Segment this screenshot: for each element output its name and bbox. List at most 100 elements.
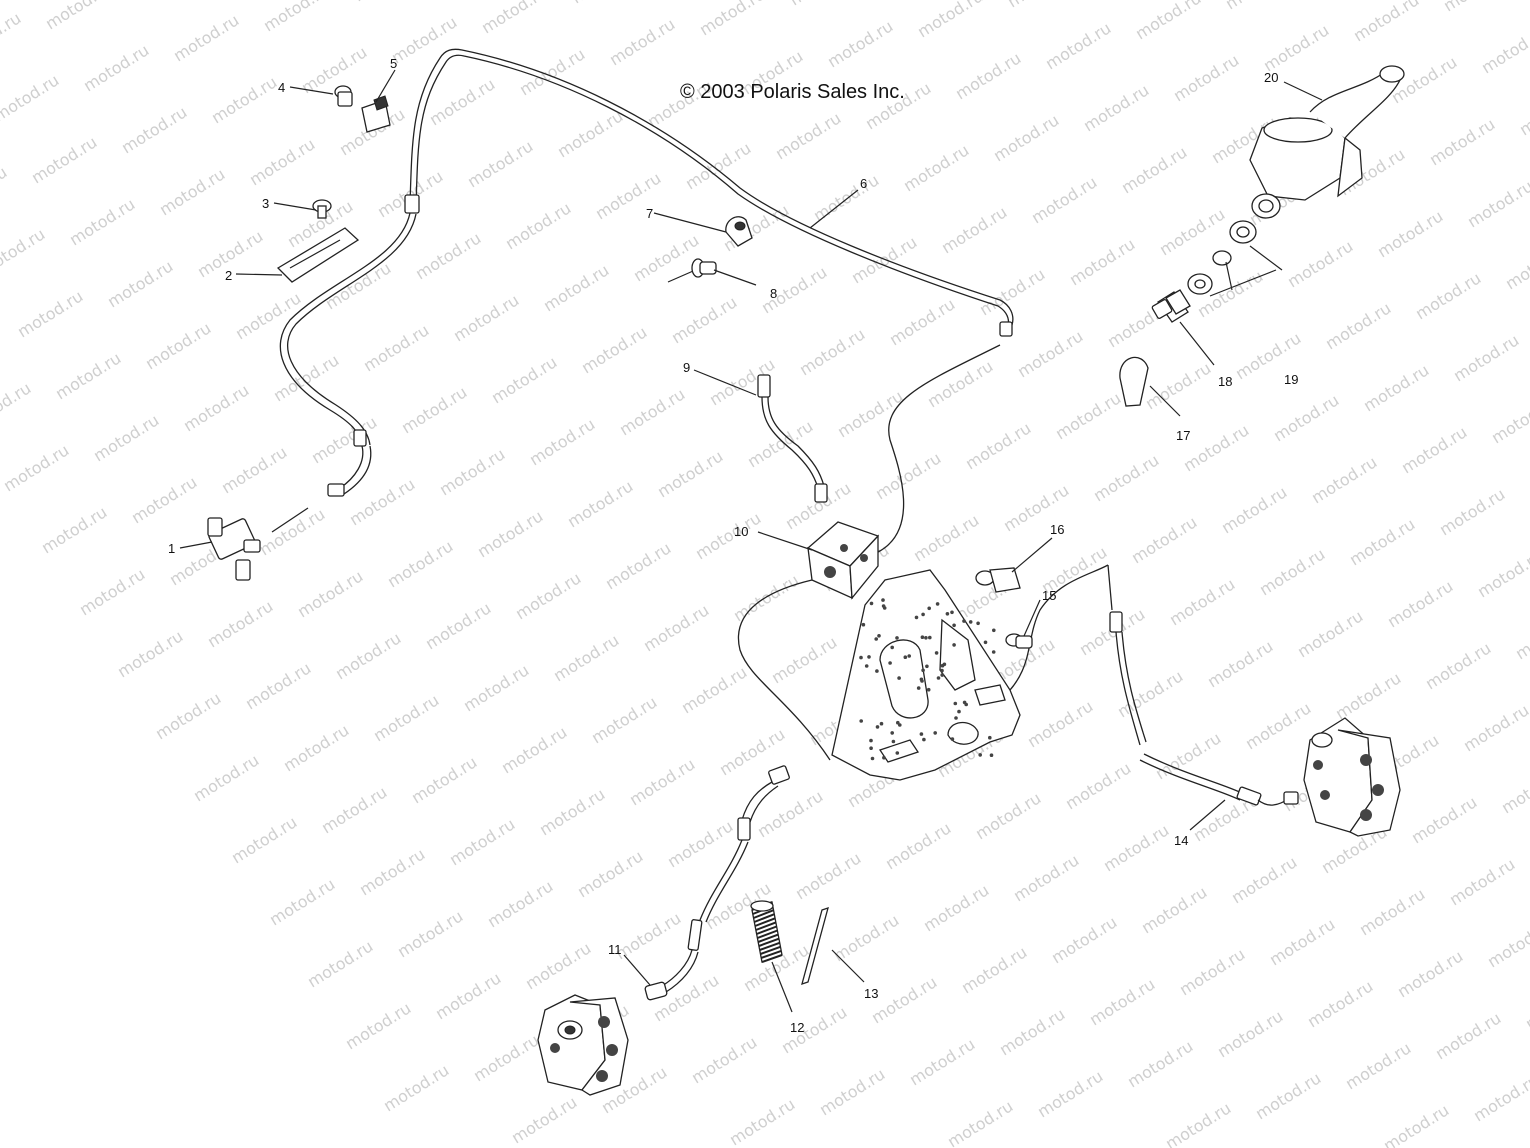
plate-hole: [962, 619, 966, 623]
watermark-text: motod.ru: [1460, 700, 1530, 755]
watermark-text: motod.ru: [592, 168, 664, 223]
watermark-text: motod.ru: [66, 194, 138, 249]
plate-hole: [940, 668, 944, 673]
watermark-text: motod.ru: [792, 848, 864, 903]
watermark-text: motod.ru: [1048, 912, 1120, 967]
watermark-text: motod.ru: [972, 788, 1044, 843]
watermark-text: motod.ru: [1252, 1068, 1324, 1123]
watermark-text: motod.ru: [0, 162, 10, 217]
watermark-text: motod.ru: [1408, 792, 1480, 847]
plate-hole: [926, 687, 931, 692]
plate-hole: [922, 737, 926, 742]
watermark-text: motod.ru: [412, 228, 484, 283]
watermark-text: motod.ru: [384, 536, 456, 591]
plate-hole: [867, 655, 871, 659]
watermark-text: motod.ru: [342, 998, 414, 1053]
callout-9: 9: [683, 360, 690, 375]
watermark-text: motod.ru: [578, 322, 650, 377]
plate-hole: [950, 737, 955, 741]
watermark-text: motod.ru: [1360, 360, 1432, 415]
washers-19: [1187, 220, 1257, 295]
plate-hole: [875, 669, 879, 673]
watermark-text: motod.ru: [900, 140, 972, 195]
watermark-text: motod.ru: [640, 600, 712, 655]
watermark-text: motod.ru: [758, 262, 830, 317]
watermark-text: motod.ru: [588, 692, 660, 747]
plate-hole: [903, 655, 908, 659]
watermark-text: motod.ru: [280, 720, 352, 775]
watermark-text: motod.ru: [394, 906, 466, 961]
watermark-text: motod.ru: [1152, 728, 1224, 783]
plate-hole: [952, 643, 956, 647]
copyright-text: © 2003 Polaris Sales Inc.: [680, 81, 905, 103]
watermark-text: motod.ru: [260, 0, 332, 35]
plate-hole: [921, 612, 925, 617]
watermark-text: motod.ru: [1470, 1070, 1530, 1125]
plate-hole: [888, 661, 892, 665]
watermark-text: motod.ru: [208, 72, 280, 127]
fitting-16: [975, 567, 1021, 593]
watermark-text: motod.ru: [872, 448, 944, 503]
plate-hole: [934, 651, 939, 655]
plate-hole: [942, 662, 947, 667]
watermark-text: motod.ru: [114, 626, 186, 681]
watermark-text: motod.ru: [1484, 916, 1530, 971]
callout-14: 14: [1174, 833, 1188, 848]
callout-18: 18: [1218, 374, 1232, 389]
screw-4: [334, 85, 353, 107]
watermark-text: motod.ru: [1062, 758, 1134, 813]
watermark-text: motod.ru: [1114, 666, 1186, 721]
callout-4: 4: [278, 80, 285, 95]
watermark-text: motod.ru: [886, 294, 958, 349]
watermark-text: motod.ru: [1260, 20, 1332, 75]
watermark-text: motod.ru: [1474, 546, 1530, 601]
watermark-text: motod.ru: [1118, 142, 1190, 197]
watermark-text: motod.ru: [484, 876, 556, 931]
mounting-plate: [831, 569, 1021, 781]
plate-hole: [992, 628, 996, 633]
watermark-text: motod.ru: [204, 596, 276, 651]
distribution-block-10: [806, 521, 880, 600]
watermark-text: motod.ru: [914, 0, 986, 41]
watermark-text: motod.ru: [952, 48, 1024, 103]
watermark-text: motod.ru: [432, 968, 504, 1023]
sleeve-rib: [757, 933, 779, 943]
watermark-text: motod.ru: [90, 410, 162, 465]
watermark-text: motod.ru: [388, 12, 460, 67]
watermark-text: motod.ru: [1014, 326, 1086, 381]
bracket-2: [276, 227, 360, 283]
watermark-text: motod.ru: [450, 290, 522, 345]
watermark-text: motod.ru: [1034, 1066, 1106, 1121]
watermark-text: motod.ru: [730, 570, 802, 625]
watermark-text: motod.ru: [536, 784, 608, 839]
watermark-text: motod.ru: [944, 1096, 1016, 1148]
callout-12: 12: [790, 1020, 804, 1035]
plate-hole: [957, 709, 961, 714]
plate-hole: [936, 676, 941, 680]
watermark-text: motod.ru: [28, 132, 100, 187]
callout-10: 10: [734, 524, 748, 539]
watermark-text: motod.ru: [1142, 358, 1214, 413]
watermark-text: motod.ru: [1522, 978, 1530, 1033]
watermark-text: motod.ru: [304, 936, 376, 991]
watermark-text: motod.ru: [1502, 238, 1530, 293]
watermark-text: motod.ru: [436, 444, 508, 499]
plate-hole: [988, 735, 992, 740]
plate-hole: [870, 756, 875, 761]
watermark-text: motod.ru: [1156, 204, 1228, 259]
watermark-text: motod.ru: [0, 440, 72, 495]
watermark-text: motod.ru: [104, 256, 176, 311]
brake-hose-11: [644, 765, 790, 1001]
watermark-text: motod.ru: [464, 136, 536, 191]
watermark-text: motod.ru: [696, 0, 768, 39]
watermark-text: motod.ru: [522, 938, 594, 993]
sleeve-rib: [753, 909, 774, 919]
watermark-text: motod.ru: [318, 782, 390, 837]
watermark-text: motod.ru: [470, 1030, 542, 1085]
watermark-text: motod.ru: [1028, 172, 1100, 227]
watermark-text: motod.ru: [1304, 976, 1376, 1031]
watermark-text: motod.ru: [1380, 1100, 1452, 1148]
watermark-text: motod.ru: [256, 504, 328, 559]
watermark-text: motod.ru: [350, 0, 422, 5]
